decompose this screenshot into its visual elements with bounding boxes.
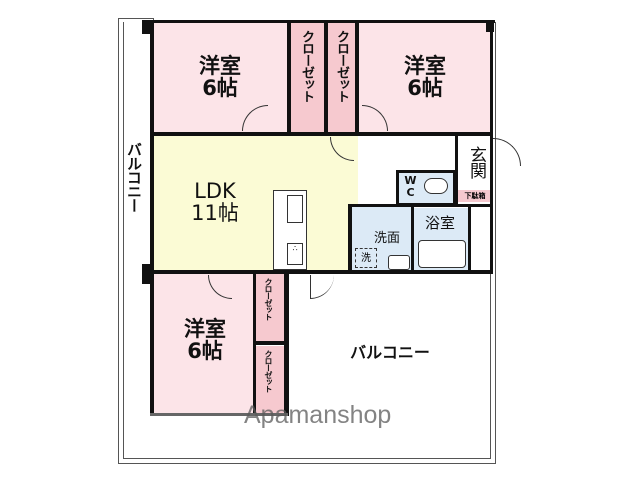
closet-top-left-label: クローゼット bbox=[299, 30, 314, 102]
pillar-top-right bbox=[486, 20, 494, 32]
south-balcony bbox=[290, 274, 490, 414]
bedroom-top-left-label: 洋室 6帖 bbox=[180, 55, 260, 99]
shoe-box: 下駄箱 bbox=[458, 190, 492, 202]
room-size: 6帖 bbox=[202, 76, 238, 101]
closet-bottom-lower-label: クローゼット bbox=[264, 350, 273, 392]
stove-icon: ∴ bbox=[287, 243, 303, 265]
wall-row1 bbox=[150, 132, 493, 136]
wall-bath-west bbox=[411, 206, 414, 272]
pillar-top-left bbox=[142, 20, 154, 34]
room-size: 6帖 bbox=[187, 339, 223, 364]
room-name: 洋室 bbox=[404, 54, 446, 78]
washer-space: 洗 bbox=[355, 248, 377, 268]
bathtub-icon bbox=[418, 240, 466, 268]
balcony-outline bbox=[118, 22, 496, 464]
wall-closet-b bbox=[324, 20, 328, 136]
south-balcony-label: バルコニー bbox=[350, 343, 430, 362]
wall-east-upper bbox=[490, 20, 493, 274]
bathroom-label: 浴室 bbox=[425, 214, 456, 232]
wall-bedroom-bottom-south bbox=[150, 413, 288, 416]
room-size: 6帖 bbox=[407, 76, 443, 101]
room-name: LDK bbox=[194, 179, 236, 203]
west-balcony-label: バルコニー bbox=[125, 142, 143, 212]
closet-top-right-label: クローゼット bbox=[334, 30, 349, 102]
washroom-label: 洗面 bbox=[374, 231, 401, 246]
closet-top-right bbox=[328, 22, 356, 134]
wash-basin-icon bbox=[388, 255, 410, 270]
wall-west bbox=[150, 20, 154, 416]
pillar-mid-left bbox=[142, 264, 154, 284]
ldk-label: LDK 11帖 bbox=[180, 180, 250, 224]
closet-bottom-lower bbox=[256, 346, 284, 414]
closet-bottom-upper bbox=[256, 274, 284, 342]
door-entrance bbox=[493, 138, 521, 166]
wall-closet-bottom-mid bbox=[254, 341, 288, 345]
sink-icon bbox=[287, 195, 303, 223]
wall-bath-east bbox=[468, 206, 471, 272]
room-name: 洋室 bbox=[199, 54, 241, 78]
bedroom-bottom-label: 洋室 6帖 bbox=[170, 318, 240, 362]
wall-closet-c bbox=[355, 20, 359, 136]
closet-bottom-upper-label: クローゼット bbox=[264, 278, 273, 320]
wall-ldk-east bbox=[348, 204, 352, 274]
wall-top bbox=[150, 20, 495, 23]
closet-top-left bbox=[290, 22, 324, 134]
wall-wet-top bbox=[348, 204, 493, 207]
bedroom-top-right-label: 洋室 6帖 bbox=[385, 55, 465, 99]
room-name: 洋室 bbox=[184, 317, 226, 341]
wc-label: WC bbox=[404, 174, 417, 198]
entrance-label: 玄関 bbox=[466, 146, 486, 178]
wall-entrance-west bbox=[455, 134, 458, 206]
wall-row2 bbox=[150, 270, 493, 274]
bedroom-bottom bbox=[154, 274, 254, 414]
toilet-icon bbox=[424, 178, 448, 194]
room-size: 11帖 bbox=[191, 201, 239, 226]
apamanshop-watermark: Apamanshop bbox=[244, 401, 392, 429]
wall-closet-a bbox=[287, 20, 291, 136]
ldk bbox=[154, 136, 358, 270]
